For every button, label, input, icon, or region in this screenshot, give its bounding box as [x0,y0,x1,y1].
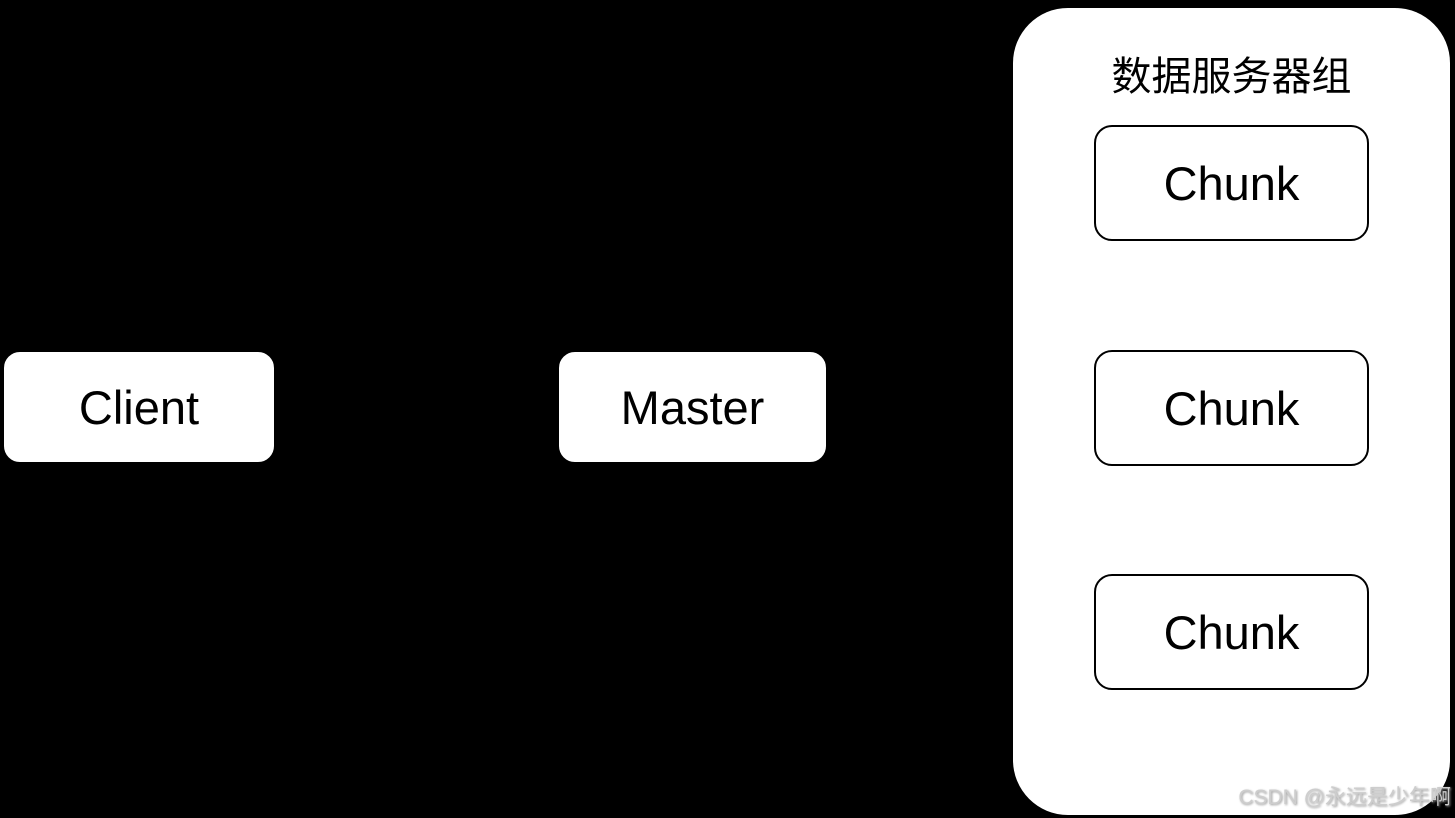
client-node: Client [2,350,276,464]
client-node-label: Client [78,380,200,434]
master-node: Master [557,350,828,464]
chunk-node: Chunk [1094,350,1369,466]
chunk-node: Chunk [1094,574,1369,690]
csdn-watermark: CSDN @永远是少年啊 [1238,786,1451,809]
chunk-node: Chunk [1094,125,1369,241]
chunk-node-label: Chunk [1163,381,1300,435]
chunk-node-label: Chunk [1163,605,1300,659]
master-node-label: Master [620,380,765,434]
chunk-node-label: Chunk [1163,156,1300,210]
data-server-group: 数据服务器组 Chunk Chunk Chunk [1013,8,1450,815]
data-server-group-title: 数据服务器组 [1111,55,1352,99]
